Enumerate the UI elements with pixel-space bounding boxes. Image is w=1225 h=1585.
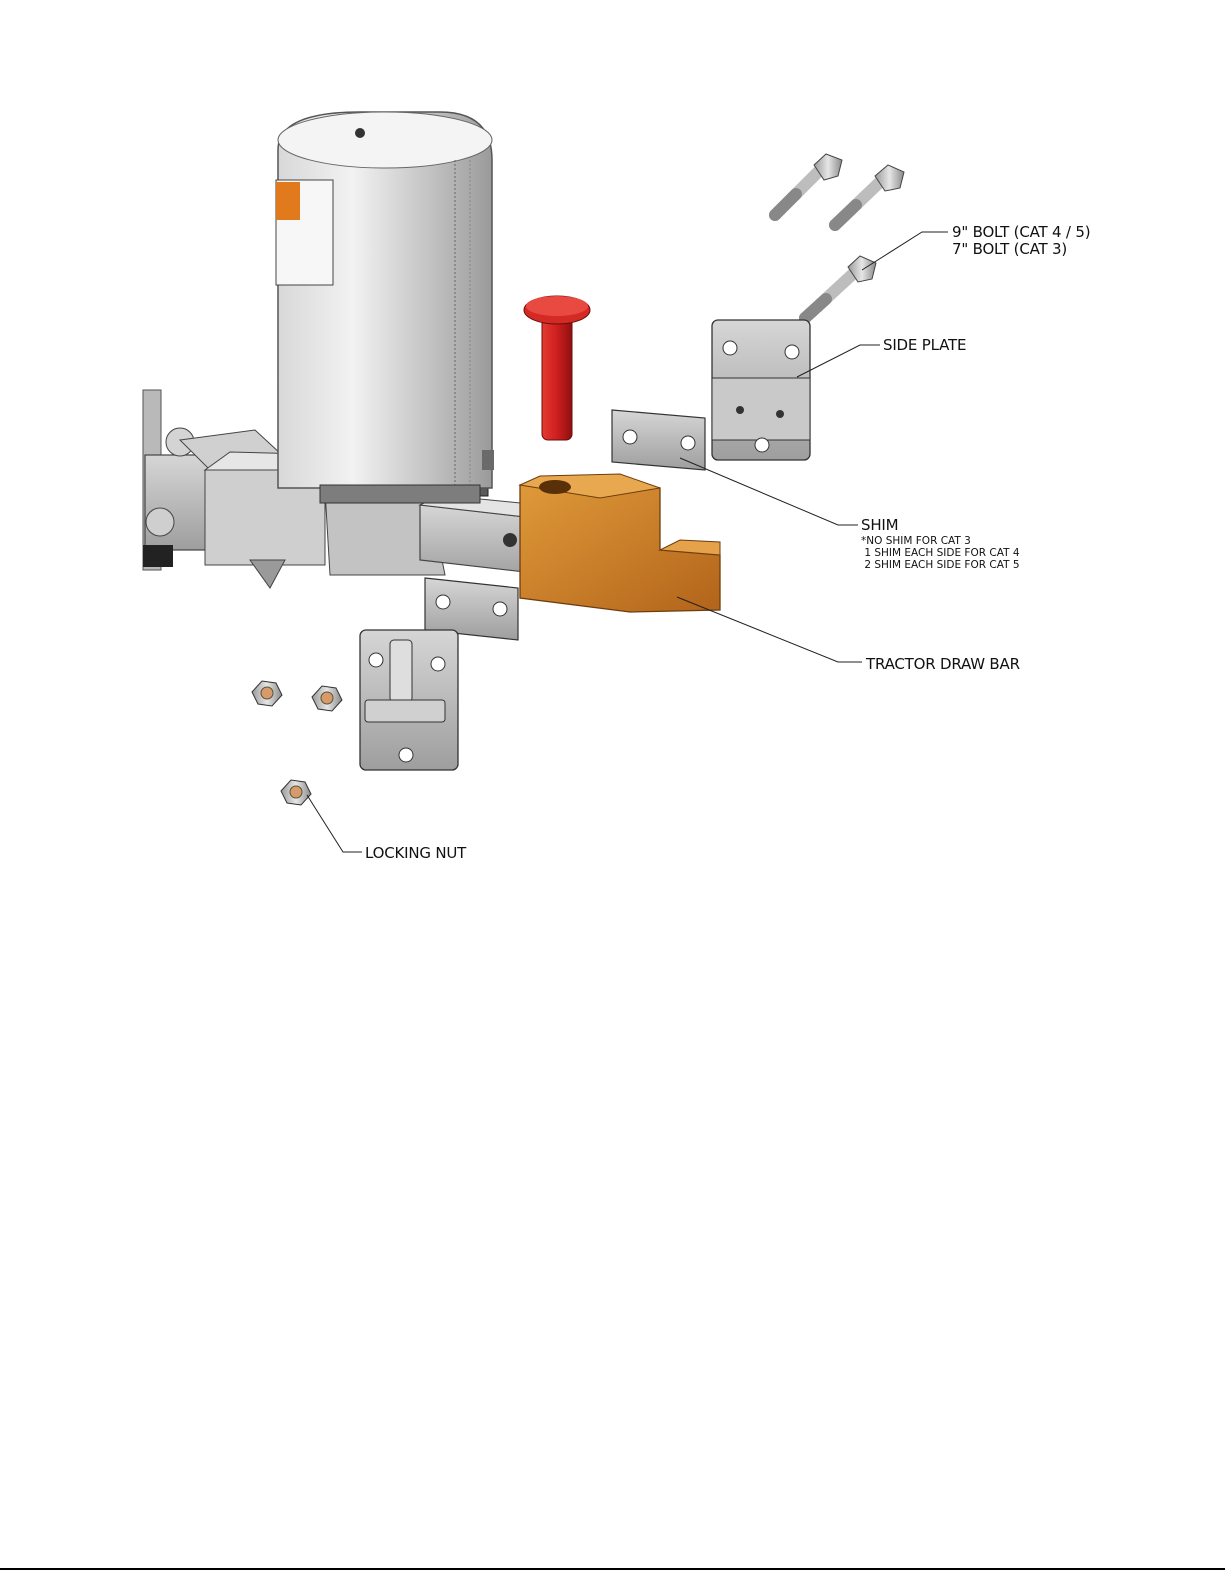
bolt-1 [775, 154, 842, 215]
tractor-draw-bar-label: TRACTOR DRAW BAR [866, 656, 1020, 673]
bolt-2 [835, 165, 904, 225]
shim-note-2: 1 SHIM EACH SIDE FOR CAT 4 [861, 547, 1020, 559]
locking-nut-2 [312, 686, 342, 711]
shim-leader-line [680, 458, 858, 525]
bolt-3 [805, 256, 876, 318]
locking-nut-3 [281, 780, 311, 805]
side-plate-lower [360, 630, 458, 770]
side-plate-label: SIDE PLATE [883, 337, 966, 354]
actuator-housing [276, 112, 494, 503]
tractor-draw-bar [520, 474, 720, 612]
side-plate-upper [712, 320, 810, 460]
locking-nut-leader-line [307, 795, 362, 852]
hitch-pin [524, 296, 590, 440]
bolt-label-line2: 7" BOLT (CAT 3) [952, 241, 1067, 258]
page-bottom-rule [0, 1568, 1225, 1570]
shim-note-1: *NO SHIM FOR CAT 3 [861, 535, 971, 547]
bolt-label-line1: 9" BOLT (CAT 4 / 5) [952, 224, 1090, 241]
shim-label: SHIM [861, 517, 898, 534]
locking-nut-1 [252, 681, 282, 706]
warning-label-icon [276, 182, 300, 220]
shim-note-3: 2 SHIM EACH SIDE FOR CAT 5 [861, 559, 1020, 571]
locking-nut-label: LOCKING NUT [365, 845, 466, 862]
shim-upper [612, 410, 705, 470]
